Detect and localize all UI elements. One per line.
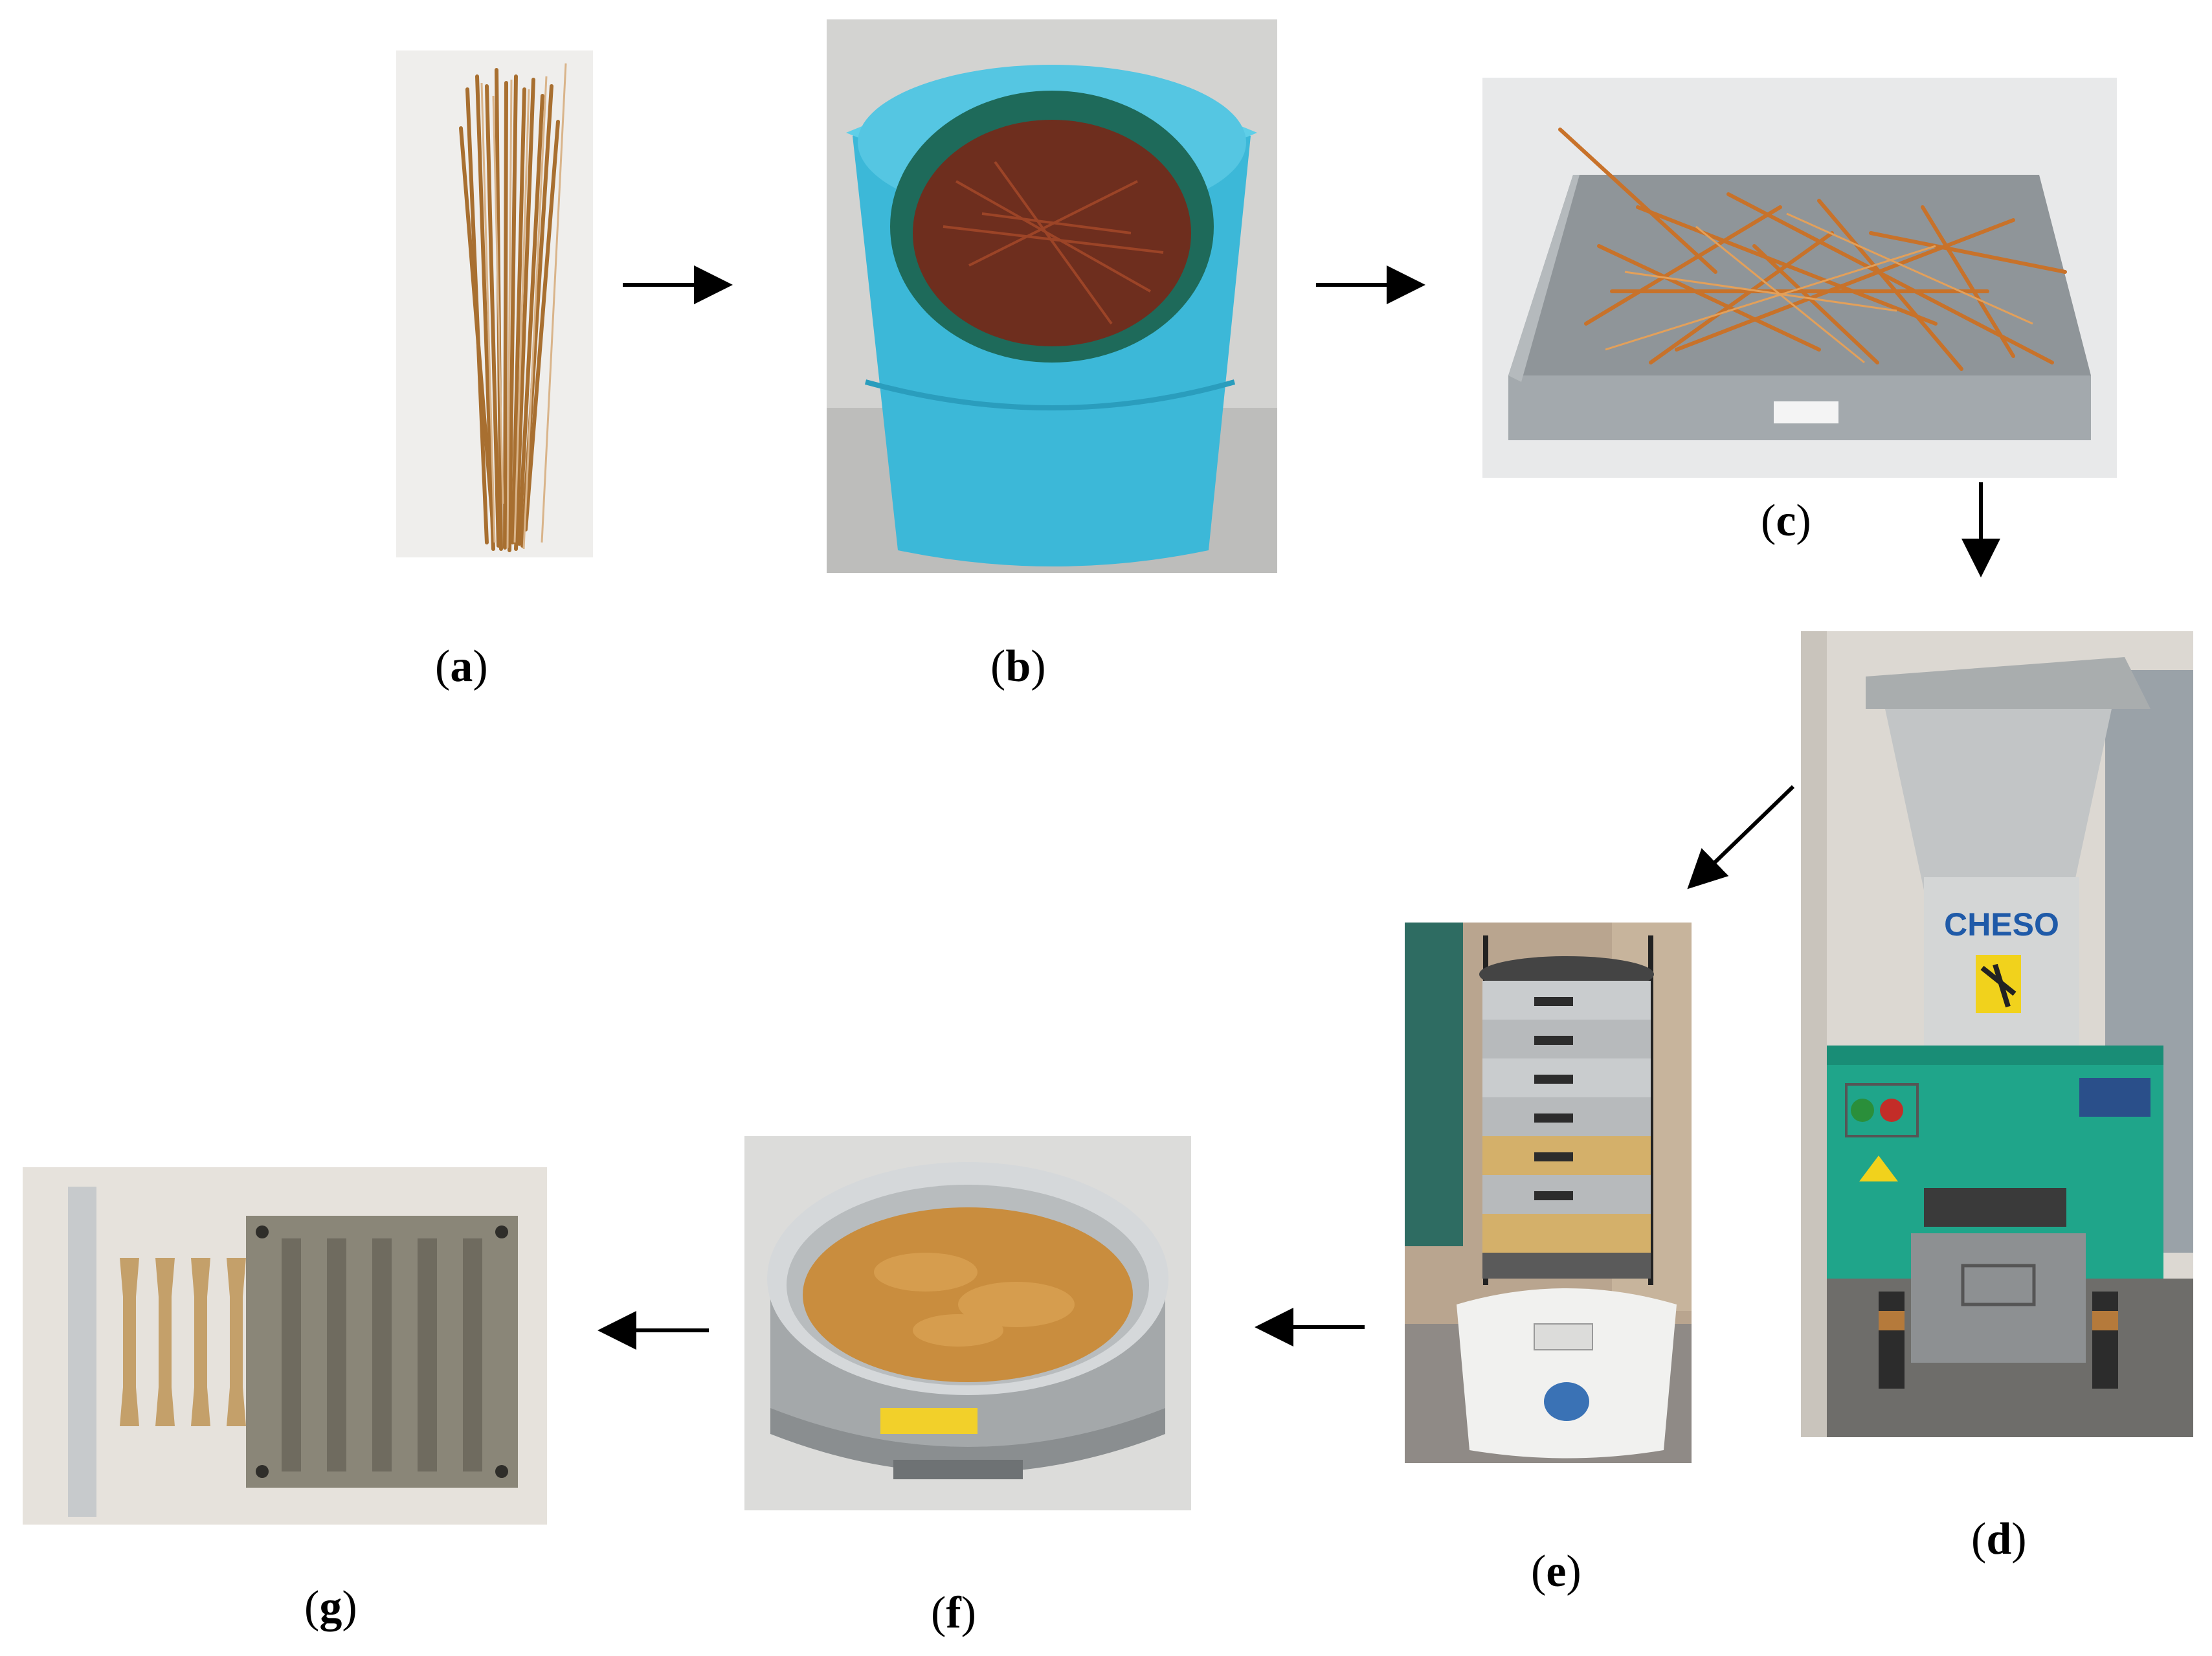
- brand-text: CHESO: [1944, 906, 2059, 943]
- photo-sieve-shaker: [1405, 923, 1692, 1463]
- photo-mold-specimens: [23, 1167, 547, 1525]
- photo-soaking-bucket: [827, 19, 1277, 573]
- label-b: (b): [990, 642, 1046, 691]
- label-g: (g): [304, 1582, 357, 1632]
- label-a: (a): [435, 642, 488, 691]
- photo-fiber-bundle: [396, 50, 593, 557]
- photo-sieve-powder: [744, 1136, 1191, 1510]
- photo-grinder-machine: CHESO: [1801, 631, 2193, 1437]
- label-f: (f): [931, 1588, 976, 1638]
- label-e: (e): [1531, 1547, 1581, 1596]
- label-d: (d): [1971, 1514, 2027, 1564]
- arrow-d-to-e: [1687, 785, 1795, 890]
- label-c: (c): [1761, 496, 1811, 546]
- photo-drying-tray: [1482, 78, 2117, 478]
